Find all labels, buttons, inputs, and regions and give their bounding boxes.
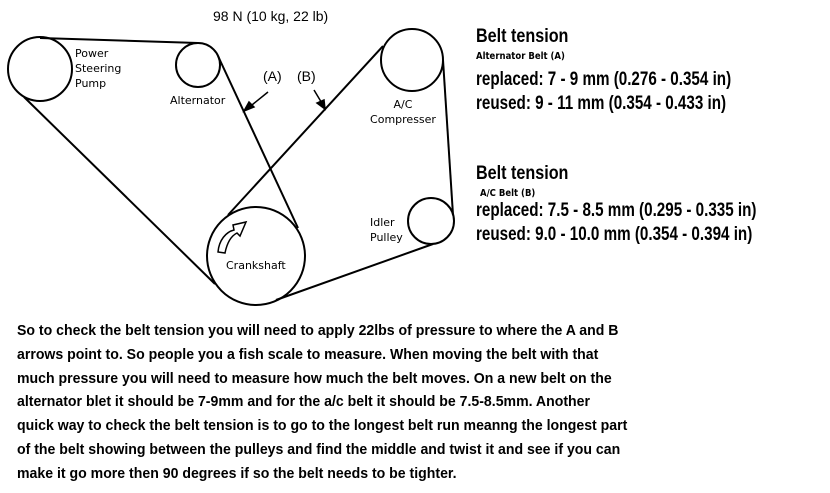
arrow-a-icon bbox=[242, 91, 269, 113]
label-line: Power bbox=[75, 47, 109, 60]
spec-heading: Belt tension bbox=[476, 26, 569, 47]
ac-compressor-pulley bbox=[380, 28, 444, 92]
belt-segment bbox=[442, 59, 454, 216]
ac-compressor-label: A/C Compresser bbox=[370, 97, 436, 127]
label-line: Pump bbox=[75, 77, 107, 90]
power-steering-pulley bbox=[7, 36, 73, 102]
alternator-belt-a bbox=[217, 55, 299, 229]
alternator-belt-spec: Belt tension Alternator Belt (A) replace… bbox=[476, 26, 795, 116]
alternator-label: Alternator bbox=[170, 94, 226, 107]
belt-segment bbox=[275, 243, 434, 301]
belt-routing-diagram bbox=[7, 28, 455, 306]
paragraph-line: alternator blet it should be 7-9mm and f… bbox=[17, 393, 590, 411]
ac-belt-spec: Belt tension A/C Belt (B) replaced: 7.5 … bbox=[476, 163, 827, 247]
label-line: Idler bbox=[370, 216, 395, 229]
spec-replaced: replaced: 7.5 - 8.5 mm (0.295 - 0.335 in… bbox=[476, 200, 757, 221]
paragraph-line: quick way to check the belt tension is t… bbox=[17, 417, 628, 435]
crankshaft-label: Crankshaft bbox=[226, 259, 286, 272]
spec-reused: reused: 9.0 - 10.0 mm (0.354 - 0.394 in) bbox=[476, 224, 753, 245]
belt-segment bbox=[39, 37, 199, 44]
paragraph-line: much pressure you will need to measure h… bbox=[17, 369, 612, 387]
spec-subheading: Alternator Belt (A) bbox=[476, 51, 565, 62]
arrow-b-icon bbox=[313, 89, 326, 111]
paragraph-line: of the belt showing between the pulleys … bbox=[17, 440, 621, 458]
paragraph-line: arrows point to. So people you a fish sc… bbox=[17, 345, 599, 363]
crankshaft-pulley bbox=[206, 206, 306, 306]
idler-pulley bbox=[407, 197, 455, 245]
label-line: Steering bbox=[75, 62, 122, 75]
spec-replaced: replaced: 7 - 9 mm (0.276 - 0.354 in) bbox=[476, 69, 732, 90]
spec-heading: Belt tension bbox=[476, 163, 569, 184]
arrow-a-label: (A) bbox=[263, 68, 282, 84]
ac-belt-b bbox=[227, 45, 384, 216]
force-label: 98 N (10 kg, 22 lb) bbox=[213, 8, 329, 24]
paragraph-line: make it go more then 90 degrees if so th… bbox=[17, 464, 457, 482]
explanation-paragraph: So to check the belt tension you will ne… bbox=[17, 319, 666, 486]
idler-pulley-label: Idler Pulley bbox=[370, 215, 403, 245]
power-steering-pump-label: Power Steering Pump bbox=[75, 46, 121, 91]
label-line: Pulley bbox=[370, 231, 403, 244]
alternator-pulley bbox=[175, 42, 221, 88]
arrow-b-label: (B) bbox=[297, 68, 316, 84]
label-line: A/C bbox=[393, 98, 413, 111]
label-line: Compresser bbox=[370, 113, 436, 126]
paragraph-line: So to check the belt tension you will ne… bbox=[17, 322, 619, 339]
spec-reused: reused: 9 - 11 mm (0.354 - 0.433 in) bbox=[476, 93, 727, 114]
rotation-arrow-icon bbox=[217, 220, 248, 254]
belt-segment bbox=[23, 96, 216, 285]
spec-subheading: A/C Belt (B) bbox=[480, 188, 536, 199]
